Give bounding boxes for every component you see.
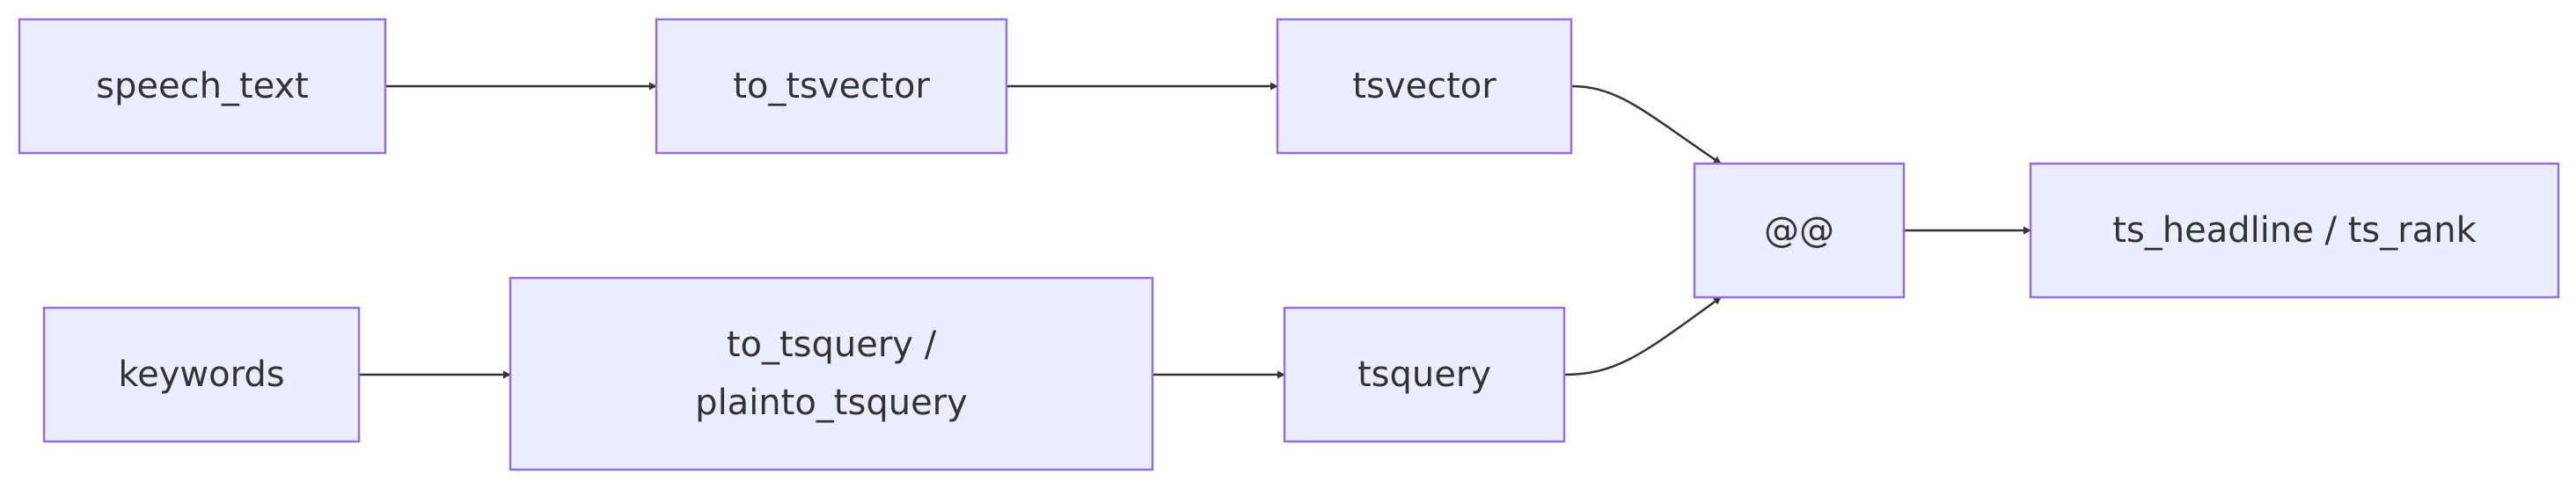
node-tsquery: tsquery xyxy=(1283,306,1566,443)
node-to-tsvector-label: to_tsvector xyxy=(733,66,930,106)
node-to-tsquery-label-line-2: plainto_tsquery xyxy=(695,383,968,423)
node-keywords: keywords xyxy=(42,306,361,443)
node-tsquery-label: tsquery xyxy=(1358,354,1491,395)
node-keywords-label: keywords xyxy=(118,354,284,395)
node-ts-headline-ts-rank-label: ts_headline / ts_rank xyxy=(2112,210,2477,251)
node-match-operator: @@ xyxy=(1693,162,1906,299)
node-to-tsvector: to_tsvector xyxy=(655,18,1008,155)
node-ts-headline-ts-rank: ts_headline / ts_rank xyxy=(2029,162,2560,299)
node-tsvector-label: tsvector xyxy=(1352,66,1497,106)
node-speech-text-label: speech_text xyxy=(96,66,309,106)
node-match-operator-label: @@ xyxy=(1764,210,1834,251)
edge-tsvector-to-match xyxy=(1570,84,1722,165)
node-to-tsquery: to_tsquery / plainto_tsquery xyxy=(509,276,1154,471)
node-speech-text: speech_text xyxy=(18,18,387,155)
node-to-tsquery-label-line-1: to_tsquery / xyxy=(727,325,937,365)
edge-tsquery-to-match xyxy=(1563,296,1722,376)
node-tsvector: tsvector xyxy=(1276,18,1573,155)
